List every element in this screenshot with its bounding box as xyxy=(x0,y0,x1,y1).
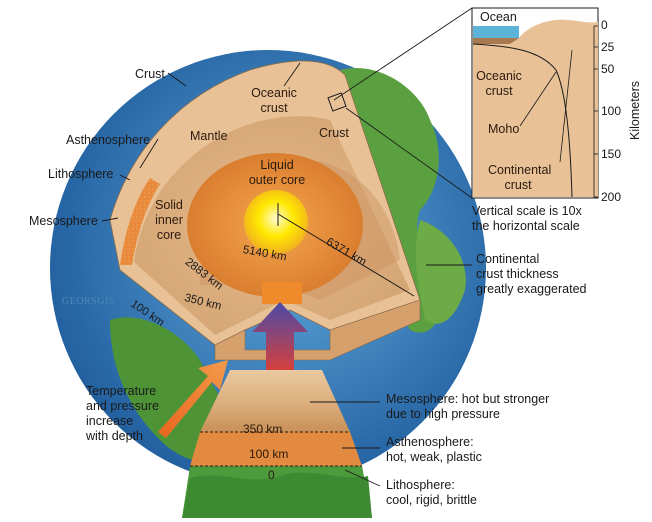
label-mesosphere: Mesosphere xyxy=(29,214,98,229)
label-lithosphere: Lithosphere xyxy=(48,167,113,182)
label-liquid-outer-core: Liquid outer core xyxy=(240,158,314,188)
inset-label-oceanic-crust: Oceanic crust xyxy=(474,69,524,99)
inset-tick-200: 200 xyxy=(601,190,621,204)
label-block-0: 0 xyxy=(268,468,275,483)
inset-scale-note: Vertical scale is 10x the horizontal sca… xyxy=(472,204,582,234)
label-crust-top: Crust xyxy=(135,67,165,82)
inset-tick-0: 0 xyxy=(601,18,608,32)
label-mantle: Mantle xyxy=(190,129,228,144)
label-temp-pressure: Temperature and pressure increase with d… xyxy=(86,384,159,444)
label-oceanic-crust: Oceanic crust xyxy=(244,86,304,116)
inset-axis-title: Kilometers xyxy=(628,81,642,140)
label-block-350: 350 km xyxy=(243,422,282,437)
label-crust-right: Crust xyxy=(319,126,349,141)
inset-tick-50: 50 xyxy=(601,62,614,76)
label-asthenosphere-desc: Asthenosphere: hot, weak, plastic xyxy=(386,435,482,465)
core-column xyxy=(262,282,302,304)
block-lithosphere-relief xyxy=(182,473,372,518)
watermark: GEORSGIS xyxy=(62,296,115,307)
label-continental-note: Continental crust thickness greatly exag… xyxy=(476,252,587,297)
label-lithosphere-desc: Lithosphere: cool, rigid, brittle xyxy=(386,478,477,508)
inset-tick-150: 150 xyxy=(601,147,621,161)
inset-tick-100: 100 xyxy=(601,104,621,118)
inset-label-moho: Moho xyxy=(488,122,519,137)
inset-label-ocean: Ocean xyxy=(480,10,517,25)
inset-ocean xyxy=(473,26,519,38)
inner-core xyxy=(244,190,308,254)
inset-tick-25: 25 xyxy=(601,40,614,54)
label-asthenosphere: Asthenosphere xyxy=(66,133,150,148)
label-mesosphere-desc: Mesosphere: hot but stronger due to high… xyxy=(386,392,549,422)
label-block-100: 100 km xyxy=(249,447,288,462)
inset-label-continental-crust: Continental crust xyxy=(488,163,548,193)
label-solid-inner-core: Solid inner core xyxy=(146,198,192,243)
